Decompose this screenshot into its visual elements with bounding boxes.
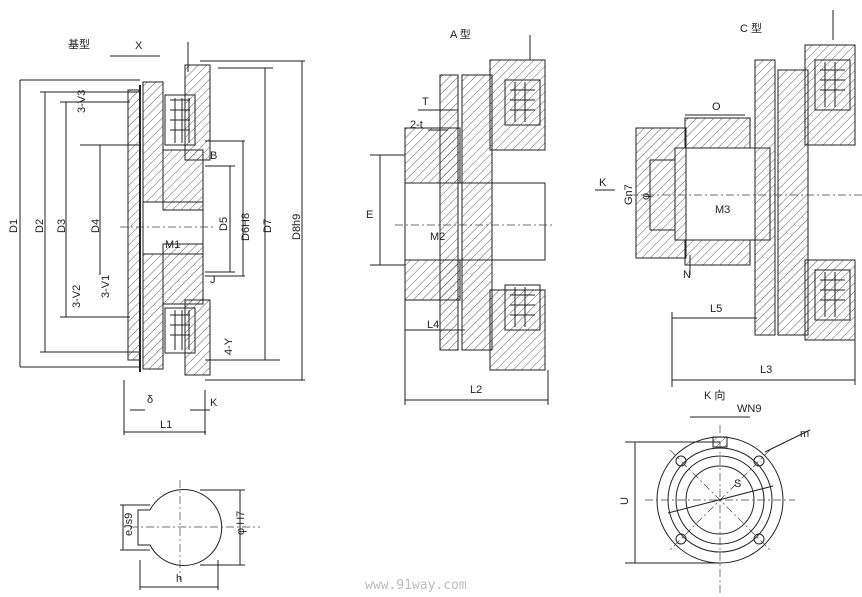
label-l3: L3 xyxy=(760,364,772,376)
type-c-view: C 型 O K Gn7 φ M3 N L5 L3 xyxy=(595,10,862,387)
label-k-view: K 向 xyxy=(704,388,725,402)
label-ejs9: eJs9 xyxy=(123,513,135,536)
label-d6h8: D6H8 xyxy=(240,213,252,241)
label-k-arrow: K xyxy=(599,177,607,189)
label-m3: M3 xyxy=(715,204,730,216)
label-d3: D3 xyxy=(56,219,68,233)
type-a-view: A 型 T 2-t E M2 L4 L2 xyxy=(366,27,555,405)
label-delta: δ xyxy=(147,394,153,406)
label-m: m xyxy=(800,428,809,440)
label-type-c: C 型 xyxy=(740,21,762,35)
keyway-section: eJs9 φ H7 h xyxy=(120,480,260,590)
label-d7: D7 xyxy=(262,219,274,233)
label-l2: L2 xyxy=(470,384,482,396)
label-l1: L1 xyxy=(160,419,172,431)
label-l5: L5 xyxy=(710,303,722,315)
label-gn7: Gn7 xyxy=(623,184,635,205)
label-3-v3: 3-V3 xyxy=(76,90,88,113)
label-d5: D5 xyxy=(218,217,230,231)
label-d1: D1 xyxy=(8,219,20,233)
label-wn9: WN9 xyxy=(737,403,761,415)
label-o: O xyxy=(712,101,721,113)
watermark: www.91way.com xyxy=(365,578,467,593)
label-4-y: 4-Y xyxy=(223,337,235,355)
label-3-v2: 3-V2 xyxy=(71,285,83,308)
label-phi: φ xyxy=(640,193,652,200)
label-d4: D4 xyxy=(90,219,102,233)
label-n: N xyxy=(683,269,691,281)
label-x: X xyxy=(135,40,143,52)
k-direction-view: K 向 WN9 m S U xyxy=(619,388,811,595)
label-l4: L4 xyxy=(427,319,439,331)
label-s: S xyxy=(734,478,741,490)
label-m1: M1 xyxy=(165,239,180,251)
label-b: B xyxy=(210,150,217,162)
label-base-type: 基型 xyxy=(68,37,90,51)
label-2-t: 2-t xyxy=(410,119,423,131)
label-3-v1: 3-V1 xyxy=(100,275,112,298)
label-j: J xyxy=(210,274,216,286)
label-phi-h7: φ H7 xyxy=(235,511,247,535)
label-d2: D2 xyxy=(34,219,46,233)
label-u: U xyxy=(619,497,631,505)
label-type-a: A 型 xyxy=(450,27,471,41)
label-d8h9: D8h9 xyxy=(291,214,303,240)
base-type-view: 基型 X 3-V3 D1 D2 D3 D4 D5 D6H8 D7 D8h9 B … xyxy=(8,37,305,435)
label-e: E xyxy=(366,209,373,221)
label-k: K xyxy=(210,397,218,409)
label-h: h xyxy=(176,573,182,585)
label-t: T xyxy=(422,96,429,108)
label-m2: M2 xyxy=(430,231,445,243)
